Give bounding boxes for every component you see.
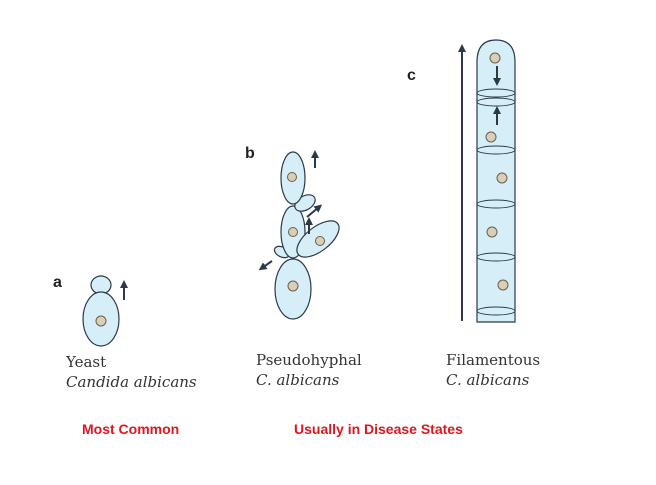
pseudohyphal-species-name: C. albicans bbox=[256, 371, 340, 389]
disease-states-note: Usually in Disease States bbox=[294, 421, 463, 437]
hypha-nucleus bbox=[486, 226, 498, 238]
pseudohyphal-label: Pseudohyphal C. albicans bbox=[256, 350, 362, 390]
pseudohyphal-form-name: Pseudohyphal bbox=[256, 351, 362, 369]
hypha-septum bbox=[476, 199, 516, 209]
filamentous-cell-group: c bbox=[407, 39, 516, 323]
pseudohypha-arrow-left bbox=[258, 260, 273, 271]
pseudohypha-arrow-branch bbox=[306, 204, 323, 218]
filamentous-label: Filamentous C. albicans bbox=[446, 350, 540, 390]
yeast-label: Yeast Candida albicans bbox=[66, 352, 197, 392]
hypha-septa bbox=[476, 88, 516, 316]
filamentous-species-name: C. albicans bbox=[446, 371, 530, 389]
hypha-septum bbox=[476, 145, 516, 155]
most-common-note: Most Common bbox=[82, 421, 180, 437]
yeast-bud bbox=[90, 275, 112, 295]
hypha-septum bbox=[476, 88, 516, 98]
panel-letter-a: a bbox=[53, 274, 62, 291]
hypha-nucleus bbox=[485, 131, 497, 143]
hypha-tube bbox=[476, 39, 516, 323]
panel-letter-c: c bbox=[407, 67, 416, 84]
panel-letter-b: b bbox=[245, 145, 255, 162]
yeast-cell-group: a bbox=[53, 274, 128, 347]
hypha-septum bbox=[476, 306, 516, 316]
hypha-nucleus bbox=[497, 279, 509, 291]
hypha-nucleus bbox=[496, 172, 508, 184]
pseudohypha-base-nucleus bbox=[287, 280, 299, 292]
hypha-nucleus bbox=[489, 52, 501, 64]
yeast-form-name: Yeast bbox=[66, 353, 107, 371]
yeast-nucleus bbox=[95, 315, 107, 327]
pseudohypha-branch-nucleus bbox=[315, 236, 325, 246]
hypha-septum bbox=[476, 252, 516, 262]
pseudohyphal-cell-group: b bbox=[245, 145, 340, 320]
pseudohypha-middle-nucleus bbox=[288, 227, 298, 237]
pseudohypha-top-nucleus bbox=[287, 172, 297, 182]
yeast-species-name: Candida albicans bbox=[66, 373, 197, 391]
filamentous-form-name: Filamentous bbox=[446, 351, 541, 369]
